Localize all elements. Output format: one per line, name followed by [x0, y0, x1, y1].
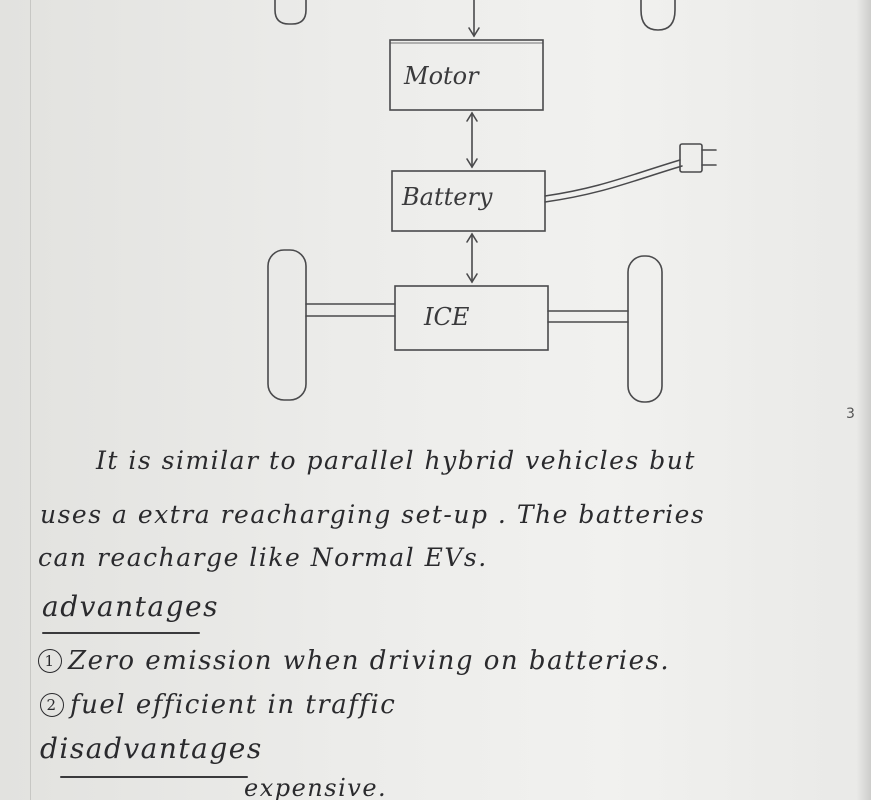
charging-cable [544, 159, 681, 197]
battery-label: Battery [401, 183, 493, 211]
side-mark: 3 [846, 406, 855, 422]
top-right-wheel [640, 0, 676, 31]
motor-label: Motor [403, 62, 480, 90]
paragraph-line-3: can reacharge like Normal EVs. [38, 543, 488, 572]
motor-box [389, 39, 544, 111]
battery-box [391, 170, 546, 232]
paragraph-line-1: It is similar to parallel hybrid vehicle… [96, 446, 696, 475]
disadvantages-underline [60, 776, 248, 778]
charging-plug [679, 143, 703, 173]
disadvantages-heading: disadvantages [40, 732, 263, 765]
paragraph-line-2: uses a extra reacharging set-up . The ba… [40, 500, 706, 529]
ice-box [394, 285, 549, 351]
advantage-item-1-text: Zero emission when driving on batteries. [68, 646, 671, 676]
top-left-wheel [274, 0, 307, 25]
advantages-underline [42, 632, 200, 634]
margin-line [30, 0, 31, 800]
disadvantage-partial-text: expensive. [244, 774, 388, 800]
left-wheel [267, 249, 307, 401]
right-wheel [627, 255, 663, 403]
page-edge-shadow [857, 0, 871, 800]
advantages-heading: advantages [42, 590, 219, 623]
ice-label: ICE [423, 303, 470, 331]
advantage-item-2-text: fuel efficient in traffic [70, 690, 397, 720]
item-number-2: 2 [40, 693, 64, 717]
item-number-1: 1 [38, 649, 62, 673]
